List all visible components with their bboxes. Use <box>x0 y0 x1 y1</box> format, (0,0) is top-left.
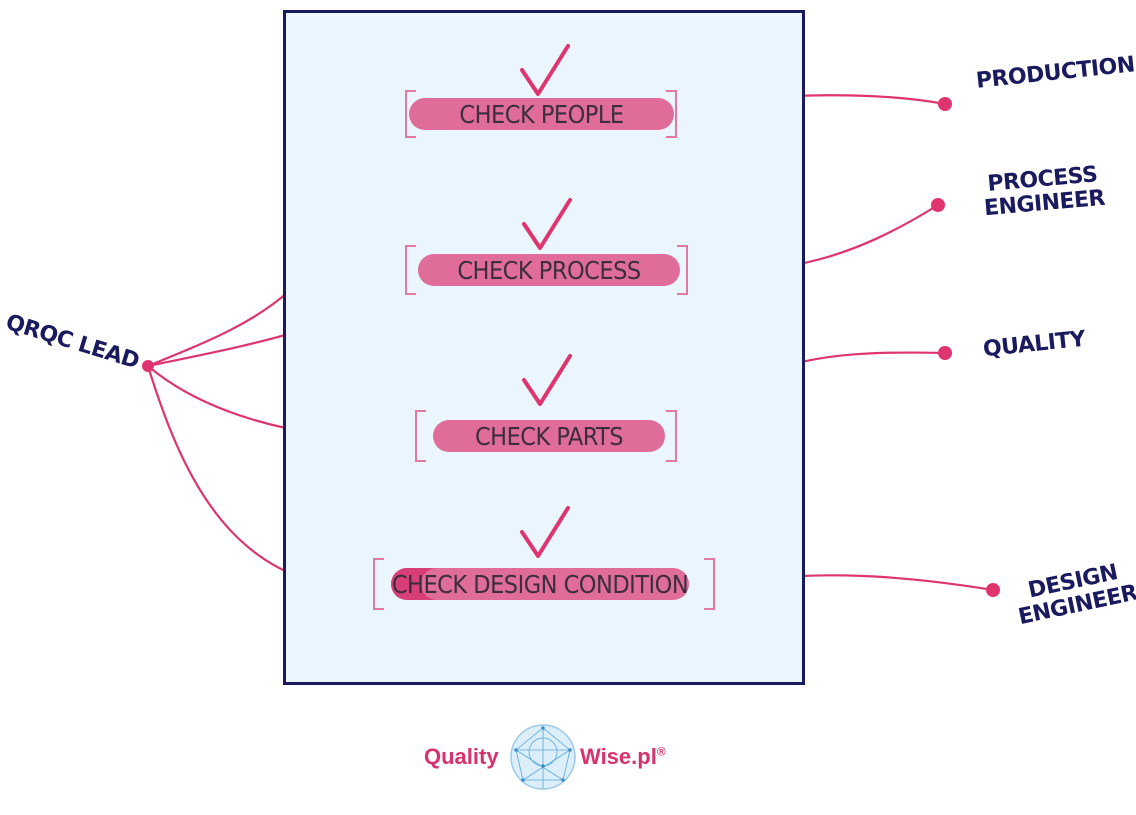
check-parts-pill: CHECK PARTS <box>433 420 665 452</box>
check-process-pill: CHECK PROCESS <box>418 254 680 286</box>
brain-globe-icon <box>510 724 576 790</box>
right-bracket <box>666 410 677 462</box>
checkmark-icon <box>520 44 570 96</box>
registered-mark: ® <box>656 744 666 759</box>
quality-node-dot <box>938 346 952 360</box>
checkmark-icon <box>520 506 570 558</box>
logo-quality-text: Quality <box>424 744 499 769</box>
lead-node-dot <box>142 360 154 372</box>
left-bracket <box>405 90 416 138</box>
logo-wise-label: Wise.pl <box>580 744 657 769</box>
checkmark-icon <box>522 354 572 406</box>
production-node-dot <box>938 97 952 111</box>
check-parts-item: CHECK PARTS <box>415 410 677 462</box>
left-bracket <box>415 410 426 462</box>
design-engineer-node-dot <box>986 583 1000 597</box>
logo-wise-text: Wise.pl® <box>580 744 666 770</box>
check-people-pill: CHECK PEOPLE <box>409 98 674 130</box>
right-bracket <box>704 558 715 610</box>
right-bracket <box>666 90 677 138</box>
check-design-condition-item: CHECK DESIGN CONDITION <box>373 558 715 610</box>
left-bracket <box>405 245 416 295</box>
check-process-item: CHECK PROCESS <box>405 245 688 295</box>
checkmark-icon <box>522 198 572 250</box>
left-bracket <box>373 558 384 610</box>
check-people-item: CHECK PEOPLE <box>405 90 677 138</box>
qualitywise-logo: Quality Wise.pl® <box>420 718 680 798</box>
process-engineer-node-dot <box>931 198 945 212</box>
right-bracket <box>677 245 688 295</box>
check-design-condition-pill: CHECK DESIGN CONDITION <box>391 568 689 600</box>
